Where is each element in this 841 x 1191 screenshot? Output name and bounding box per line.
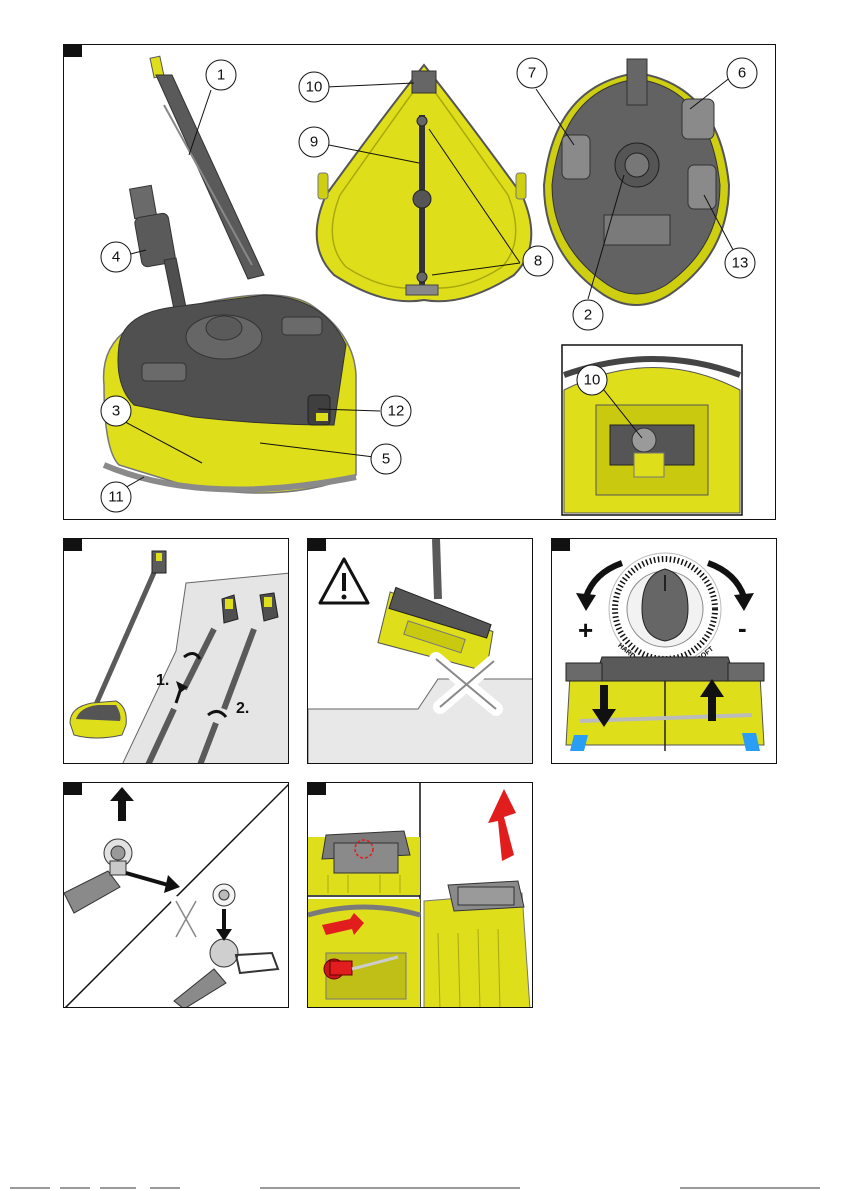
figure-6-drawing	[308, 783, 533, 1008]
warning-icon	[320, 559, 368, 603]
cross-icon	[176, 901, 196, 937]
figure-2-drawing: 1. 2.	[64, 539, 289, 764]
dial: HARD SOFT	[609, 553, 721, 665]
callout-7: 7	[517, 58, 547, 88]
figure-6	[307, 782, 533, 1008]
callout-13-label: 13	[732, 255, 749, 272]
step-2-label: 2.	[236, 700, 249, 717]
nozzle-housing	[566, 657, 764, 751]
callout-10b-label: 10	[584, 372, 601, 389]
callout-3-label: 3	[112, 403, 120, 420]
top-view	[544, 59, 729, 305]
callout-11-label: 11	[108, 489, 124, 506]
callout-6: 6	[727, 58, 757, 88]
figure-5-drawing	[64, 783, 289, 1008]
callout-12-label: 12	[388, 403, 405, 420]
callout-6-label: 6	[738, 65, 746, 82]
callout-1-label: 1	[217, 67, 225, 84]
release-detail	[308, 899, 420, 1008]
figure-2: 1. 2.	[63, 538, 289, 764]
figure-5	[63, 782, 289, 1008]
print-footer	[0, 1185, 841, 1191]
callout-4-label: 4	[112, 249, 120, 266]
figure-1: 1 2 3 4 5 6 7 8 9 10 10 11 12 13	[63, 44, 776, 520]
minus-sign: -	[738, 613, 747, 643]
callout-9: 9	[299, 127, 329, 157]
callout-10-top: 10	[299, 72, 329, 102]
callout-2-label: 2	[584, 307, 592, 324]
callout-5: 5	[371, 444, 401, 474]
arrow-diagonal-icon	[126, 873, 180, 893]
callout-4: 4	[101, 242, 131, 272]
figure-4-drawing: HARD SOFT + -	[552, 539, 777, 764]
figure-3	[307, 538, 533, 764]
callout-13: 13	[725, 248, 755, 278]
callout-5-label: 5	[382, 451, 390, 468]
callout-11: 11	[101, 482, 131, 512]
figure-1-drawing: 1 2 3 4 5 6 7 8 9 10 10 11 12 13	[64, 45, 776, 520]
callout-12: 12	[381, 396, 411, 426]
arrow-up-red-icon	[488, 789, 516, 861]
brush-clip-detail	[308, 831, 420, 895]
callout-1: 1	[206, 60, 236, 90]
nozzle-removed	[64, 839, 132, 913]
callout-7-label: 7	[528, 65, 536, 82]
figure-3-drawing	[308, 539, 533, 764]
callout-10-inset: 10	[577, 365, 607, 395]
surface-cleaner-body	[104, 295, 356, 493]
callout-8-label: 8	[534, 253, 542, 270]
brush-lifted	[424, 881, 530, 1008]
figure-4: HARD SOFT + -	[551, 538, 777, 764]
step-1-label: 1.	[156, 672, 169, 689]
callout-9-label: 9	[310, 134, 318, 151]
plus-sign: +	[578, 615, 593, 645]
callout-3: 3	[101, 396, 131, 426]
callout-10-label: 10	[306, 79, 323, 96]
callout-2: 2	[573, 300, 603, 330]
arrow-up-icon	[110, 787, 134, 821]
callout-8: 8	[523, 246, 553, 276]
